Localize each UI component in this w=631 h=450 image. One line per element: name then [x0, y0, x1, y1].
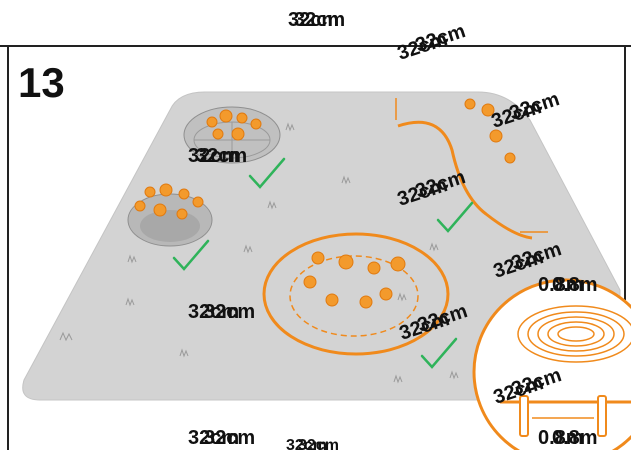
check-icon: [420, 337, 458, 369]
label-bottom-left-b: 32cm: [204, 427, 255, 449]
diagram-frame: [0, 45, 631, 450]
label-bottom-right-a: 32cm: [286, 437, 327, 450]
check-icon: [436, 201, 474, 233]
step-number: 13: [18, 59, 65, 106]
coil-icon: [517, 305, 631, 363]
flower-bed-center: [262, 232, 450, 356]
flower-bed-left: [127, 183, 213, 247]
label-center-bed-a: 32cm: [188, 301, 239, 323]
flower-icon: [134, 183, 204, 220]
check-icon: [248, 157, 286, 189]
label-center-bed-b: 32cm: [204, 301, 255, 323]
lawn-area: [22, 91, 621, 401]
flower-icon: [303, 251, 406, 309]
flower-icon: [206, 109, 262, 141]
label-bottom-right-b: 32cm: [298, 437, 339, 450]
label-distance-lower-a: 0.8m: [538, 427, 584, 449]
label-distance-upper-a: 0.8m: [538, 274, 584, 296]
boundary-wire-right: [395, 98, 548, 240]
grass-tufts: [59, 122, 459, 384]
label-top-a: 32cm: [288, 9, 339, 31]
flower-icon: [464, 98, 516, 164]
label-top-b: 32cm: [294, 9, 345, 31]
label-distance-upper-b: 0.8m: [552, 274, 598, 296]
flower-bed-top: [183, 106, 281, 164]
label-left-bed-b: 32cm: [196, 145, 247, 167]
wire-coil-detail: [472, 278, 631, 450]
peg-icon: [519, 395, 607, 437]
check-icon: [172, 239, 210, 271]
label-distance-lower-b: 0.8m: [552, 427, 598, 449]
label-bottom-left-a: 32cm: [188, 427, 239, 449]
label-left-bed-a: 32cm: [188, 145, 239, 167]
